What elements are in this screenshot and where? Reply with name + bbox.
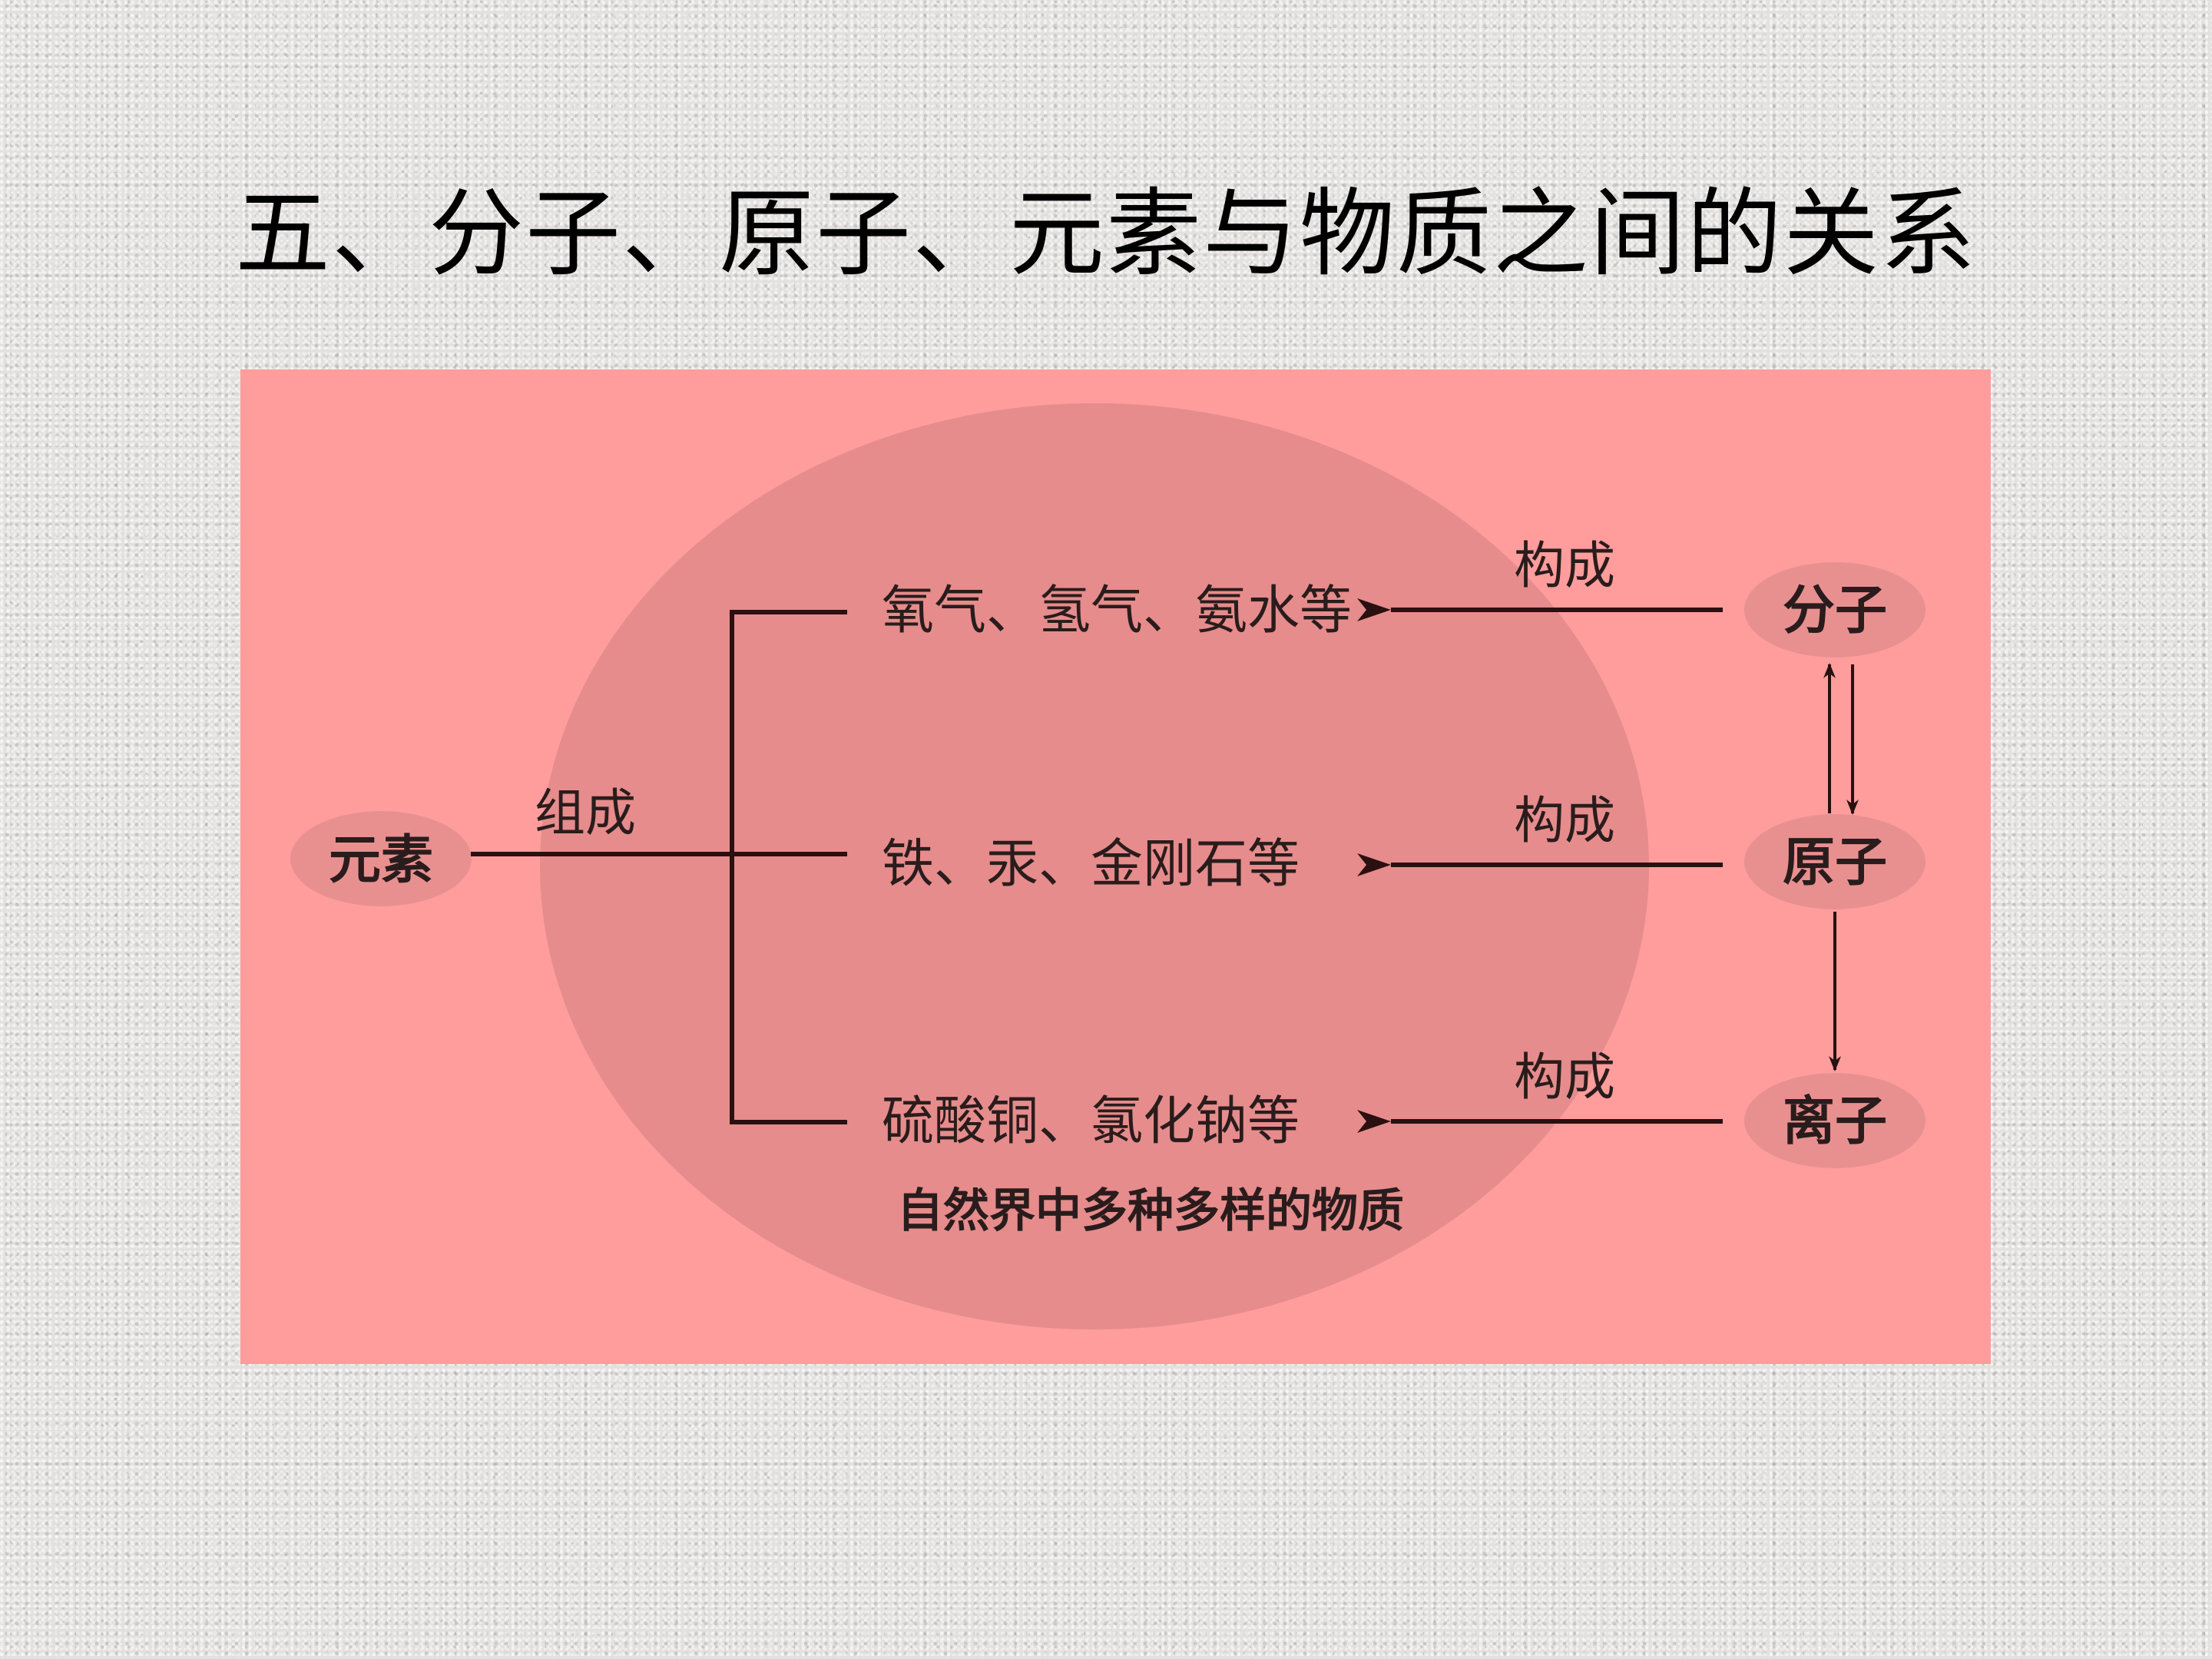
atom-constitute-edge-label: 构成 <box>1514 791 1615 850</box>
relationship-diagram: 元素 分子 原子 离子 氧气、氢气、氨水等 铁、汞、金刚石等 硫酸铜、氯化钠等 … <box>290 403 1926 1330</box>
ion-constitute-edge-label: 构成 <box>1514 1048 1615 1107</box>
compose-edge-label: 组成 <box>535 783 636 843</box>
slide-title: 五、分子、原子、元素与物质之间的关系 <box>234 179 1977 290</box>
element-node-label: 元素 <box>329 830 433 891</box>
molecular-substances-label: 氧气、氢气、氨水等 <box>882 581 1352 641</box>
molecule-constitute-edge-label: 构成 <box>1514 536 1615 595</box>
element-node-bubble <box>290 811 472 906</box>
ionic-substances-label: 硫酸铜、氯化钠等 <box>882 1091 1300 1152</box>
ion-node-label: 离子 <box>1783 1091 1887 1152</box>
molecule-node-label: 分子 <box>1783 581 1887 641</box>
molecule-node-bubble <box>1744 562 1926 657</box>
atom-node-bubble <box>1744 814 1926 909</box>
ion-node-bubble <box>1744 1073 1926 1168</box>
diagram-panel: 元素 分子 原子 离子 氧气、氢气、氨水等 铁、汞、金刚石等 硫酸铜、氯化钠等 … <box>240 369 1991 1364</box>
substances-ellipse <box>540 403 1649 1330</box>
atom-node-label: 原子 <box>1783 833 1887 893</box>
atomic-substances-label: 铁、汞、金刚石等 <box>882 834 1300 895</box>
ellipse-caption: 自然界中多种多样的物质 <box>897 1184 1404 1238</box>
